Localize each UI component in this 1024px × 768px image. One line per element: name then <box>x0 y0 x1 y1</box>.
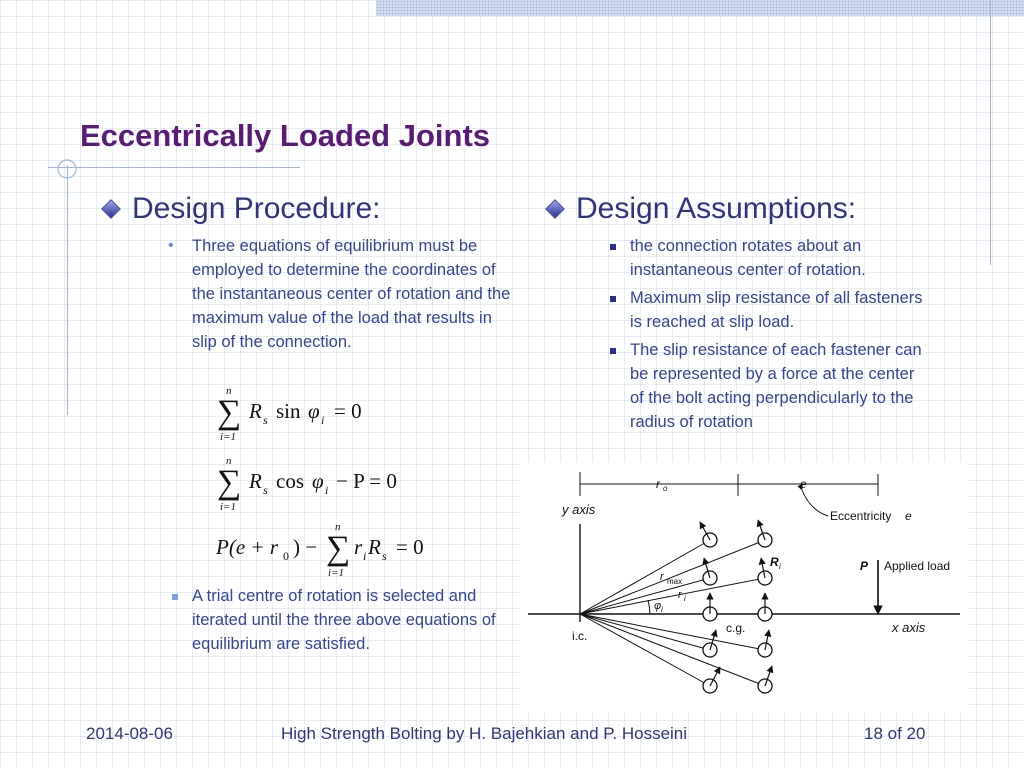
sum-upper-limit: n <box>335 521 341 533</box>
list-item: The slip resistance of each fastener can… <box>598 338 932 434</box>
diamond-bullet-icon <box>545 199 565 219</box>
eq-mid: ) − <box>293 535 317 559</box>
sum-upper-limit: n <box>226 385 232 397</box>
equation-2: n ∑ i=1 R s cos φ i − P = 0 <box>217 455 397 513</box>
ri-force-label: R <box>770 555 779 569</box>
list-item: A trial centre of rotation is selected a… <box>160 584 512 656</box>
left-second-bullet: A trial centre of rotation is selected a… <box>160 584 512 660</box>
eq-rhs: = 0 <box>396 535 424 559</box>
square-bullet-icon <box>610 296 616 302</box>
right-column: Design Assumptions: the connection rotat… <box>545 192 968 438</box>
top-decor-band <box>376 0 1024 16</box>
footer-page-number: 18 of 20 <box>864 724 926 743</box>
x-axis-label: x axis <box>891 620 926 635</box>
phi-label: φ <box>654 600 661 612</box>
right-bullet-text: The slip resistance of each fastener can… <box>630 341 922 431</box>
ri-label: r <box>678 589 683 601</box>
eq-subscript: 0 <box>283 549 289 563</box>
equation-1: n ∑ i=1 R s sin φ i = 0 <box>217 385 362 443</box>
list-item: the connection rotates about an instanta… <box>598 234 932 282</box>
square-bullet-icon <box>610 244 616 250</box>
bolt-group <box>702 532 773 694</box>
equation-3: P(e + r 0 ) − n ∑ i=1 r i R s = 0 <box>215 521 424 579</box>
ic-label: i.c. <box>572 629 587 643</box>
left-bullet-text: Three equations of equilibrium must be e… <box>192 237 511 351</box>
rmax-subscript: max <box>667 577 682 586</box>
force-arrows <box>699 519 774 687</box>
eq-subscript: s <box>263 413 268 427</box>
list-item: Maximum slip resistance of all fasteners… <box>598 286 932 334</box>
right-decor-line <box>990 0 991 265</box>
footer-date: 2014-08-06 <box>86 724 173 743</box>
eq-subscript: i <box>321 413 324 427</box>
ri-force-subscript: i <box>779 562 781 571</box>
list-item: • Three equations of equilibrium must be… <box>160 234 514 354</box>
right-bullet-text: the connection rotates about an instanta… <box>630 237 866 279</box>
square-bullet-icon <box>610 348 616 354</box>
eccentric-joint-diagram: r o e Eccentricity e y axis x axis i.c. … <box>520 462 968 712</box>
r0-subscript: o <box>663 484 668 493</box>
sum-lower-limit: i=1 <box>220 501 236 513</box>
eccentricity-leader <box>797 483 829 517</box>
left-heading-text: Design Procedure: <box>132 192 381 225</box>
phi-arc <box>647 599 651 615</box>
e-label: e <box>800 477 807 491</box>
eq-symbol-R: R <box>367 535 381 559</box>
applied-load-label: Applied load <box>884 559 950 573</box>
eq-function: cos <box>276 469 304 493</box>
eq-symbol-R: R <box>248 399 262 423</box>
ri-subscript: i <box>684 594 686 603</box>
eq-subscript: s <box>263 483 268 497</box>
sum-lower-limit: i=1 <box>220 431 236 443</box>
y-axis-label: y axis <box>561 502 596 517</box>
crosshair-circle-icon <box>57 159 77 179</box>
eccentricity-e-label: e <box>905 509 912 523</box>
r0-label: r <box>656 477 661 491</box>
eq-subscript: i <box>363 549 366 563</box>
eq-subscript: i <box>325 483 328 497</box>
eq-rhs: − P = 0 <box>336 469 397 493</box>
phi-subscript: i <box>661 605 663 614</box>
right-bullet-text: Maximum slip resistance of all fasteners… <box>630 289 923 331</box>
load-p-label: P <box>860 559 869 573</box>
eq-subscript: s <box>382 549 387 563</box>
left-bullet-list: • Three equations of equilibrium must be… <box>160 234 514 354</box>
eq-function: sin <box>276 399 301 423</box>
right-heading: Design Assumptions: <box>545 192 968 226</box>
radii-lines <box>579 539 766 687</box>
rmax-label: r <box>660 571 665 583</box>
left-bullet-list-2: A trial centre of rotation is selected a… <box>160 584 512 656</box>
dot-bullet-icon: • <box>168 237 174 254</box>
left-column: Design Procedure: • Three equations of e… <box>101 192 514 358</box>
sigma-symbol: ∑ <box>326 530 350 567</box>
square-bullet-icon <box>172 594 178 600</box>
right-bullet-list: the connection rotates about an instanta… <box>598 234 932 434</box>
eq-rhs: = 0 <box>334 399 362 423</box>
sum-upper-limit: n <box>226 455 232 467</box>
diamond-bullet-icon <box>101 199 121 219</box>
eq-symbol-R: R <box>248 469 262 493</box>
eq-phi: φ <box>312 469 324 493</box>
right-heading-text: Design Assumptions: <box>576 192 857 225</box>
left-decor-line <box>67 165 68 415</box>
slide-title: Eccentrically Loaded Joints <box>80 118 491 153</box>
sigma-symbol: ∑ <box>217 394 241 431</box>
equilibrium-equations: n ∑ i=1 R s sin φ i = 0 n ∑ i=1 R s cos … <box>215 385 424 579</box>
footer-title: High Strength Bolting by H. Bajehkian an… <box>281 724 688 743</box>
cg-label: c.g. <box>726 621 745 635</box>
left-heading: Design Procedure: <box>101 192 514 226</box>
sum-lower-limit: i=1 <box>328 567 344 579</box>
eccentricity-label: Eccentricity <box>830 509 891 523</box>
sigma-symbol: ∑ <box>217 464 241 501</box>
eq-phi: φ <box>308 399 320 423</box>
left-bullet-text: A trial centre of rotation is selected a… <box>192 587 496 653</box>
title-underline <box>48 167 300 168</box>
eq-symbol-r: r <box>354 535 363 559</box>
eq-lhs: P(e + r <box>215 535 279 559</box>
